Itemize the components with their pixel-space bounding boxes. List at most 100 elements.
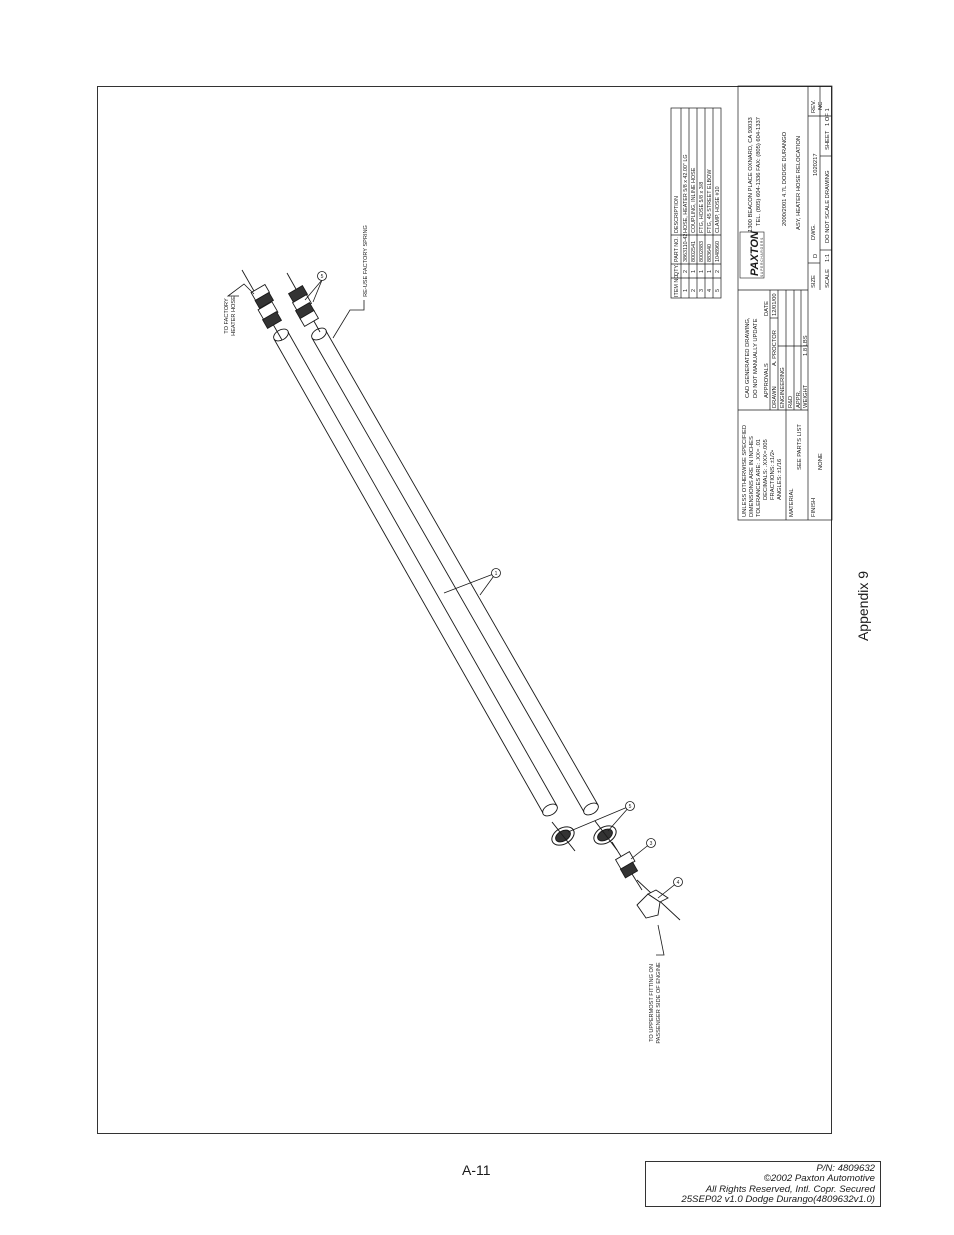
svg-text:A. PROCTOR: A. PROCTOR [772, 330, 778, 366]
svg-text:1020217: 1020217 [813, 153, 819, 176]
svg-text:5: 5 [321, 274, 324, 280]
svg-text:HEATER HOSE: HEATER HOSE [231, 296, 237, 336]
svg-text:NONE: NONE [818, 453, 824, 470]
svg-text:NC: NC [818, 102, 824, 110]
svg-text:APPROVALS: APPROVALS [764, 363, 770, 398]
svg-text:HOSE, HEATER 5/8 x 42.00" LG: HOSE, HEATER 5/8 x 42.00" LG [683, 154, 689, 233]
copyright-footer: P/N: 4809632 ©2002 Paxton Automotive All… [645, 1161, 881, 1207]
svg-text:5: 5 [715, 289, 721, 292]
svg-text:1048960: 1048960 [715, 241, 721, 262]
callout-to-factory-heater-hose: TO FACTORY HEATER HOSE [224, 296, 237, 336]
svg-text:TEL. (805) 604-1336 FAX: (805): TEL. (805) 604-1336 FAX: (805) 604-1337 [756, 117, 762, 226]
svg-text:SEE PARTS LIST: SEE PARTS LIST [797, 424, 803, 470]
svg-text:4: 4 [677, 880, 680, 886]
footer-rights: All Rights Reserved, Intl. Copr. Secured [705, 1183, 875, 1195]
callout-reuse-factory-spring: RE-USE FACTORY SPRING [363, 225, 369, 297]
svg-text:3: 3 [699, 289, 705, 292]
leader-lines [226, 279, 679, 956]
svg-text:CLAMP, HOSE #10: CLAMP, HOSE #10 [715, 186, 721, 233]
svg-text:DESCRIPTION: DESCRIPTION [674, 196, 680, 233]
svg-text:1: 1 [495, 571, 498, 577]
svg-text:8002541: 8002541 [691, 241, 697, 262]
svg-text:DIMENSIONS ARE IN INCHES: DIMENSIONS ARE IN INCHES [749, 436, 755, 517]
footer-copyright: ©2002 Paxton Automotive [763, 1173, 875, 1185]
svg-text:RE-USE FACTORY SPRING: RE-USE FACTORY SPRING [363, 225, 369, 297]
svg-text:FTG, HOSE 5/8 x 3/8: FTG, HOSE 5/8 x 3/8 [699, 182, 705, 233]
svg-text:REV.: REV. [811, 100, 817, 113]
street-elbow-fitting [636, 879, 681, 921]
svg-text:FTG, 45 STREET ELBOW: FTG, 45 STREET ELBOW [707, 169, 713, 233]
svg-text:PAXTON: PAXTON [749, 230, 761, 276]
svg-text:S U P E R C H A R G E R S: S U P E R C H A R G E R S [760, 238, 764, 277]
item-balloon-elbow: 4 [673, 877, 683, 887]
svg-text:FRACTIONS: ±1/2•: FRACTIONS: ±1/2• [770, 450, 776, 500]
svg-text:1.8 LBS: 1.8 LBS [803, 335, 809, 356]
svg-text:R&D: R&D [788, 396, 794, 408]
item-balloon-hose: 1 [491, 568, 501, 578]
page-number: A-11 [462, 1162, 491, 1178]
callout-to-uppermost-fitting: TO UPPERMOST FITTING ON PASSENGER SIDE O… [649, 962, 662, 1044]
svg-text:2: 2 [691, 289, 697, 292]
svg-text:1300 BEACON PLACE OXNARD, CA 9: 1300 BEACON PLACE OXNARD, CA 93033 [748, 117, 754, 232]
svg-text:D: D [813, 254, 819, 258]
svg-text:DO NOT MANUALLY UPDATE: DO NOT MANUALLY UPDATE [753, 318, 759, 398]
svg-text:MATERIAL: MATERIAL [789, 488, 795, 517]
svg-text:SHEET: SHEET [825, 130, 831, 150]
appendix-label: Appendix 9 [855, 571, 871, 641]
svg-text:1: 1 [691, 270, 697, 273]
svg-text:5: 5 [629, 804, 632, 810]
svg-text:1: 1 [699, 270, 705, 273]
svg-text:2: 2 [683, 270, 689, 273]
svg-text:SCALE: SCALE [825, 269, 831, 288]
svg-text:2000/2001 4.7L DODGE DURANGO: 2000/2001 4.7L DODGE DURANGO [782, 131, 788, 226]
item-balloon-adapter: 3 [646, 838, 656, 848]
parts-list-table [670, 107, 722, 299]
footer-version: 25SEP02 v1.0 Dodge Durango(4809632v1.0) [681, 1193, 875, 1205]
svg-text:DECIMALS: .XXX=.005: DECIMALS: .XXX=.005 [763, 439, 769, 500]
svg-text:UNLESS OTHERWISE SPECIFIED: UNLESS OTHERWISE SPECIFIED [742, 425, 748, 517]
svg-text:12/01/00: 12/01/00 [772, 293, 778, 316]
svg-text:PASSENGER SIDE OF ENGINE: PASSENGER SIDE OF ENGINE [656, 962, 662, 1044]
footer-part-number: P/N: 4809632 [816, 1163, 875, 1174]
parts-list-text: ITEM NO. QTY. PART NO. DESCRIPTION 1 2 3… [674, 154, 721, 297]
item-balloon-lower-clamp: 5 [625, 801, 635, 811]
svg-text:ITEM NO.: ITEM NO. [674, 273, 680, 297]
hose-clamp-upper [286, 272, 321, 333]
svg-text:TO UPPERMOST FITTING ON: TO UPPERMOST FITTING ON [649, 964, 655, 1042]
svg-text:TO FACTORY: TO FACTORY [224, 298, 230, 334]
svg-text:883640: 883640 [707, 244, 713, 262]
inline-coupling-fitting [241, 269, 283, 341]
svg-text:PART NO.: PART NO. [674, 237, 680, 262]
svg-text:CAD GENERATED DRAWING,: CAD GENERATED DRAWING, [745, 317, 751, 398]
svg-text:SIZE: SIZE [811, 275, 817, 288]
svg-text:DWG.: DWG. [811, 224, 817, 240]
title-block-grid [737, 85, 833, 521]
svg-text:3: 3 [650, 841, 653, 847]
hose-adapter-fitting [611, 841, 643, 891]
svg-text:DO NOT SCALE DRAWING: DO NOT SCALE DRAWING [825, 170, 831, 243]
svg-text:COUPLING, INLINE HOSE: COUPLING, INLINE HOSE [691, 167, 697, 233]
hose-clamp-lower-left [551, 821, 576, 852]
svg-text:ENGINEERING: ENGINEERING [780, 367, 786, 408]
title-block-text: UNLESS OTHERWISE SPECIFIED DIMENSIONS AR… [742, 100, 831, 517]
svg-text:DRAWN: DRAWN [772, 386, 778, 408]
hose-clamp-lower-right [593, 820, 618, 851]
svg-text:FINISH: FINISH [811, 498, 817, 517]
heater-hose-left [273, 328, 558, 817]
svg-text:QTY.: QTY. [674, 264, 680, 276]
svg-text:TOLERANCES ARE: .XX= .01: TOLERANCES ARE: .XX= .01 [756, 439, 762, 517]
svg-text:1: 1 [683, 289, 689, 292]
heater-hose-right [311, 327, 599, 816]
paxton-logo: PAXTON S U P E R C H A R G E R S [739, 230, 765, 279]
svg-text:APPR.: APPR. [796, 390, 802, 408]
svg-text:1 OF 1: 1 OF 1 [825, 108, 831, 126]
svg-text:3863110-42: 3863110-42 [683, 234, 689, 262]
svg-text:WEIGHT: WEIGHT [803, 384, 809, 408]
svg-text:1: 1 [707, 270, 713, 273]
svg-text:ASY, HEATER HOSE RELOCATION: ASY, HEATER HOSE RELOCATION [796, 136, 802, 230]
svg-text:8002883: 8002883 [699, 241, 705, 262]
svg-text:1:1: 1:1 [825, 254, 831, 262]
svg-text:2: 2 [715, 270, 721, 273]
svg-text:ANGLES: ±1/16: ANGLES: ±1/16 [777, 459, 783, 500]
